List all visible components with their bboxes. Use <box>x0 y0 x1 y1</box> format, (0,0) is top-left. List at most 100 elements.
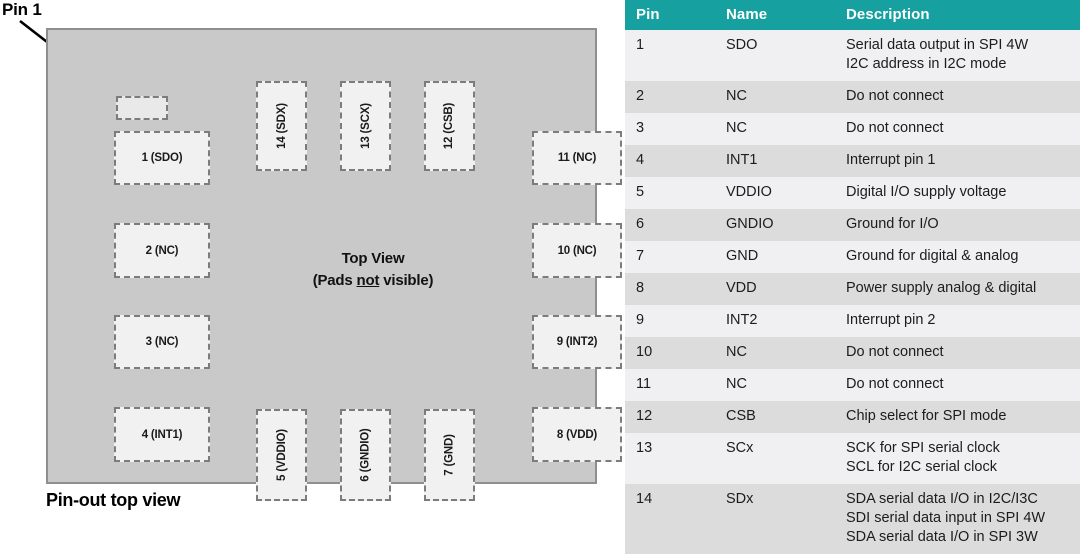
cell-pin: 9 <box>625 305 716 337</box>
pad-6-label: 6 (GNDIO) <box>359 428 372 482</box>
pad-9: 9 (INT2) <box>532 315 622 369</box>
cell-name: SDO <box>716 30 834 81</box>
pinout-diagram: Pin 1 1 (SDO) 2 (NC) 3 (NC) 4 (INT1) 11 … <box>2 0 622 510</box>
description-line: SDI serial data input in SPI 4W <box>846 510 1046 526</box>
pad-13: 13 (SCX) <box>340 81 391 171</box>
top-view-line: Top View <box>341 250 405 267</box>
cell-pin: 14 <box>625 484 716 554</box>
pad-2-label: 2 (NC) <box>145 244 179 257</box>
description-line: Ground for digital & analog <box>846 248 1019 264</box>
chip-body: 1 (SDO) 2 (NC) 3 (NC) 4 (INT1) 11 (NC) 1… <box>46 28 622 501</box>
pad-8: 8 (VDD) <box>532 407 622 462</box>
cell-pin: 6 <box>625 209 716 241</box>
cell-description: Ground for I/O <box>834 209 1080 241</box>
cell-pin: 8 <box>625 273 716 305</box>
pad-2: 2 (NC) <box>114 223 210 278</box>
description-line: Do not connect <box>846 120 944 136</box>
pad-6: 6 (GNDIO) <box>340 409 391 501</box>
description-line: I2C address in I2C mode <box>846 56 1007 72</box>
cell-description: Do not connect <box>834 337 1080 369</box>
cell-name: CSB <box>716 401 834 433</box>
pad-10-label: 10 (NC) <box>557 244 597 257</box>
cell-pin: 12 <box>625 401 716 433</box>
description-line: Chip select for SPI mode <box>846 408 1007 424</box>
cell-description: Ground for digital & analog <box>834 241 1080 273</box>
pads-post: visible) <box>379 272 434 289</box>
cell-pin: 4 <box>625 145 716 177</box>
cell-description: Power supply analog & digital <box>834 273 1080 305</box>
cell-description: SDA serial data I/O in I2C/I3C SDI serial… <box>834 484 1080 554</box>
cell-description: Do not connect <box>834 81 1080 113</box>
pad-5-label: 5 (VDDIO) <box>275 429 288 481</box>
pad-7-label: 7 (GND) <box>443 434 456 476</box>
pad-11-label: 11 (NC) <box>557 152 597 164</box>
cell-description: Serial data output in SPI 4W I2C address … <box>834 30 1080 81</box>
cell-name: NC <box>716 81 834 113</box>
description-line: SCK for SPI serial clock <box>846 440 1000 456</box>
column-header-name: Name <box>716 0 834 30</box>
description-line: SDA serial data I/O in I2C/I3C <box>846 491 1038 507</box>
cell-name: INT1 <box>716 145 834 177</box>
description-line: Do not connect <box>846 376 944 392</box>
cell-pin: 13 <box>625 433 716 484</box>
pad-3-label: 3 (NC) <box>145 336 179 348</box>
description-line: Interrupt pin 2 <box>846 312 936 328</box>
cell-description: Digital I/O supply voltage <box>834 177 1080 209</box>
cell-pin: 3 <box>625 113 716 145</box>
pad-14: 14 (SDX) <box>256 81 307 171</box>
description-line: Digital I/O supply voltage <box>846 184 1007 200</box>
pads-pre: (Pads <box>312 272 357 289</box>
pad-5: 5 (VDDIO) <box>256 409 307 501</box>
description-line: SDA serial data I/O in SPI 3W <box>846 529 1038 545</box>
column-header-pin: Pin <box>625 0 716 30</box>
pin1-callout-label: Pin 1 <box>2 0 42 19</box>
pad-9-label: 9 (INT2) <box>556 336 598 348</box>
pad-12: 12 (CSB) <box>424 81 475 171</box>
description-line: SCL for I2C serial clock <box>846 459 997 475</box>
cell-name: SCx <box>716 433 834 484</box>
cell-name: NC <box>716 113 834 145</box>
diagram-center-text: Top View (Pads not visible) <box>208 248 538 292</box>
description-line: Power supply analog & digital <box>846 280 1037 296</box>
pad-pin1-marker <box>116 96 168 120</box>
description-line: Serial data output in SPI 4W <box>846 37 1029 53</box>
cell-name: GND <box>716 241 834 273</box>
cell-description: Do not connect <box>834 369 1080 401</box>
cell-pin: 11 <box>625 369 716 401</box>
cell-name: INT2 <box>716 305 834 337</box>
cell-pin: 2 <box>625 81 716 113</box>
cell-name: VDD <box>716 273 834 305</box>
pad-4-label: 4 (INT1) <box>141 428 183 441</box>
pad-3: 3 (NC) <box>114 315 210 369</box>
pad-1: 1 (SDO) <box>114 131 210 185</box>
pad-12-label: 12 (CSB) <box>443 102 456 150</box>
cell-pin: 5 <box>625 177 716 209</box>
description-line: Do not connect <box>846 344 944 360</box>
pad-7: 7 (GND) <box>424 409 475 501</box>
pad-1-label: 1 (SDO) <box>141 152 183 164</box>
cell-pin: 7 <box>625 241 716 273</box>
cell-name: VDDIO <box>716 177 834 209</box>
description-line: Ground for I/O <box>846 216 939 232</box>
column-header-description: Description <box>834 0 1080 30</box>
cell-description: Interrupt pin 1 <box>834 145 1080 177</box>
description-line: Do not connect <box>846 88 944 104</box>
pads-not: not <box>356 272 380 289</box>
cell-description: Interrupt pin 2 <box>834 305 1080 337</box>
pad-4: 4 (INT1) <box>114 407 210 462</box>
